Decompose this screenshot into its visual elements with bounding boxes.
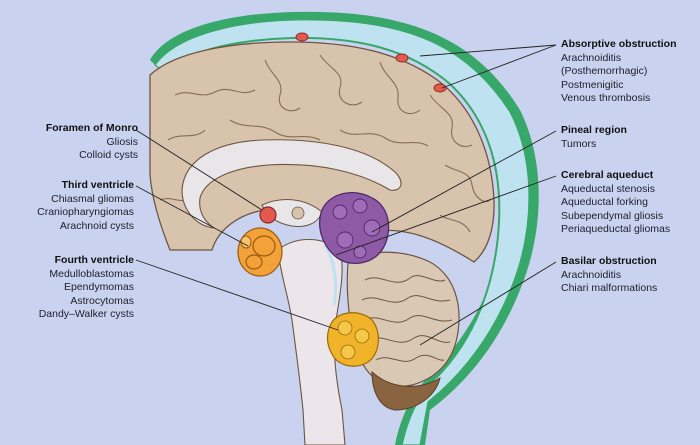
- monro-lesion: [259, 206, 277, 224]
- fourth-ventricle-tumor: [326, 312, 379, 367]
- pineal-region-item: Tumors: [561, 137, 597, 150]
- pineal-region-title: Pineal region: [561, 124, 627, 136]
- absorptive-obstruction-item: Postmenigitic: [561, 78, 624, 91]
- fourth-ventricle-item: Astrocytomas: [70, 294, 134, 307]
- label-absorptive-obstruction: Absorptive obstruction Arachnoiditis (Po…: [561, 38, 677, 106]
- third-ventricle-item: Craniopharyngiomas: [37, 206, 134, 219]
- foramen-of-monro-title: Foramen of Monro: [45, 122, 138, 134]
- fourth-ventricle-item: Ependymomas: [63, 281, 134, 294]
- absorptive-obstruction-title: Absorptive obstruction: [561, 38, 677, 50]
- cerebellar-folia: [361, 275, 453, 362]
- cerebral-aqueduct-title: Cerebral aqueduct: [561, 169, 654, 181]
- leader-lines: [135, 44, 557, 346]
- label-foramen-of-monro: Foramen of Monro Gliosis Colloid cysts: [46, 122, 138, 163]
- foramen-of-monro-item: Gliosis: [106, 135, 138, 148]
- fourth-ventricle-item: Dandy–Walker cysts: [38, 308, 134, 321]
- absorptive-obstruction-item: Venous thrombosis: [561, 92, 651, 105]
- fourth-ventricle-title: Fourth ventricle: [54, 254, 134, 266]
- pineal-tumor: [319, 192, 390, 264]
- third-ventricle-title: Third ventricle: [61, 179, 134, 191]
- massa-intermedia: [291, 206, 305, 220]
- label-fourth-ventricle: Fourth ventricle Medulloblastomas Ependy…: [39, 254, 134, 322]
- label-basilar-obstruction: Basilar obstruction Arachnoiditis Chiari…: [561, 255, 657, 296]
- third-ventricle-item: Arachnoid cysts: [59, 219, 134, 232]
- cerebral-aqueduct-item: Subependymal gliosis: [561, 209, 664, 222]
- label-cerebral-aqueduct: Cerebral aqueduct Aqueductal stenosis Aq…: [561, 169, 670, 237]
- cerebral-aqueduct-item: Aqueductal stenosis: [561, 182, 655, 195]
- label-pineal-region: Pineal region Tumors: [561, 124, 627, 151]
- third-ventricle-tumor: [237, 227, 283, 277]
- lateral-ventricle: [181, 139, 402, 229]
- cerebral-aqueduct-item: Periaqueductal gliomas: [561, 223, 671, 236]
- absorptive-obstruction-item: (Posthemorrhagic): [561, 65, 648, 78]
- label-third-ventricle: Third ventricle Chiasmal gliomas Craniop…: [37, 179, 134, 233]
- pia-line: [164, 36, 501, 379]
- cerebral-aqueduct-item: Aqueductal forking: [561, 196, 648, 209]
- cerebral-aqueduct-channel: [323, 244, 338, 306]
- third-ventricle-item: Chiasmal gliomas: [51, 192, 134, 205]
- fourth-ventricle-item: Medulloblastomas: [49, 267, 134, 280]
- cerebellar-tonsil-band: [371, 370, 441, 411]
- basilar-obstruction-item: Arachnoiditis: [561, 268, 622, 281]
- basilar-obstruction-item: Chiari malformations: [561, 282, 658, 295]
- arachnoid-granulations: [295, 32, 447, 93]
- basilar-obstruction-title: Basilar obstruction: [561, 255, 657, 267]
- foramen-of-monro-item: Colloid cysts: [79, 149, 138, 162]
- absorptive-obstruction-item: Arachnoiditis: [561, 51, 622, 64]
